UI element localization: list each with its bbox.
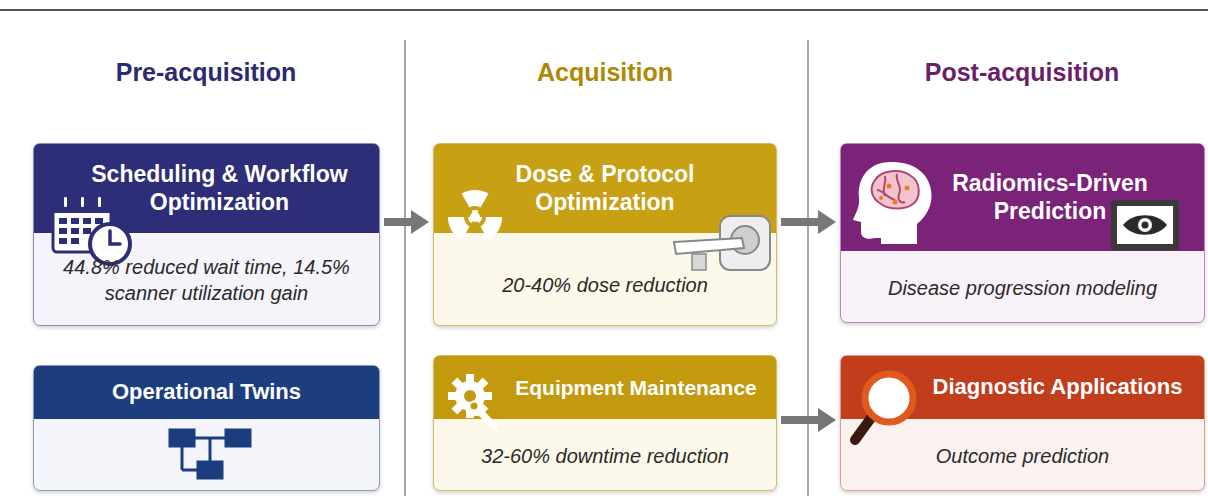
gear-wrench-icon <box>446 372 504 430</box>
box-body: Disease progression modeling <box>841 251 1204 324</box>
column-divider <box>807 40 809 496</box>
magnifier-icon <box>849 368 923 448</box>
ct-scanner-icon <box>672 214 774 274</box>
header-text: Operational Twins <box>112 379 301 405</box>
box-body: 32-60% downtime reduction <box>434 419 776 492</box>
header-text: Equipment Maintenance <box>515 375 757 400</box>
radiation-icon <box>444 186 506 248</box>
body-text: 44.8% reduced wait time, 14.5% scanner u… <box>34 254 379 306</box>
org-chart-icon <box>166 426 256 482</box>
header-text: Radiomics-Driven Prediction <box>936 170 1164 225</box>
process-box: Equipment Maintenance 32-60% downtime red… <box>433 355 777 491</box>
column-heading: Post-acquisition <box>862 58 1182 87</box>
box-header: Operational Twins <box>34 366 379 419</box>
column-heading: Pre-acquisition <box>46 58 366 87</box>
monitor-eye-icon <box>1109 198 1181 254</box>
body-text: Disease progression modeling <box>878 275 1167 301</box>
body-text: Outcome prediction <box>926 443 1119 469</box>
flow-arrow <box>781 210 836 234</box>
body-text: 20-40% dose reduction <box>492 272 718 298</box>
brain-head-icon <box>851 158 935 244</box>
column-divider <box>404 40 406 496</box>
header-text: Dose & Protocol Optimization <box>504 161 706 216</box>
process-box: Operational Twins <box>33 365 380 491</box>
title-rule <box>0 9 1208 11</box>
process-box: Radiomics-Driven PredictionDisease progr… <box>840 143 1205 323</box>
process-box: Scheduling & Workflow Optimization 44.8% … <box>33 143 380 326</box>
column-heading: Acquisition <box>445 58 765 87</box>
body-text: 32-60% downtime reduction <box>471 443 739 469</box>
box-body: Outcome prediction <box>841 419 1204 492</box>
header-text: Diagnostic Applications <box>933 374 1183 400</box>
header-text: Scheduling & Workflow Optimization <box>74 161 365 216</box>
flow-arrow <box>781 408 836 432</box>
process-box: Dose & Protocol Optimization 20-40% dose … <box>433 143 777 326</box>
flow-arrow <box>384 210 429 234</box>
process-box: Diagnostic ApplicationsOutcome predictio… <box>840 355 1205 491</box>
